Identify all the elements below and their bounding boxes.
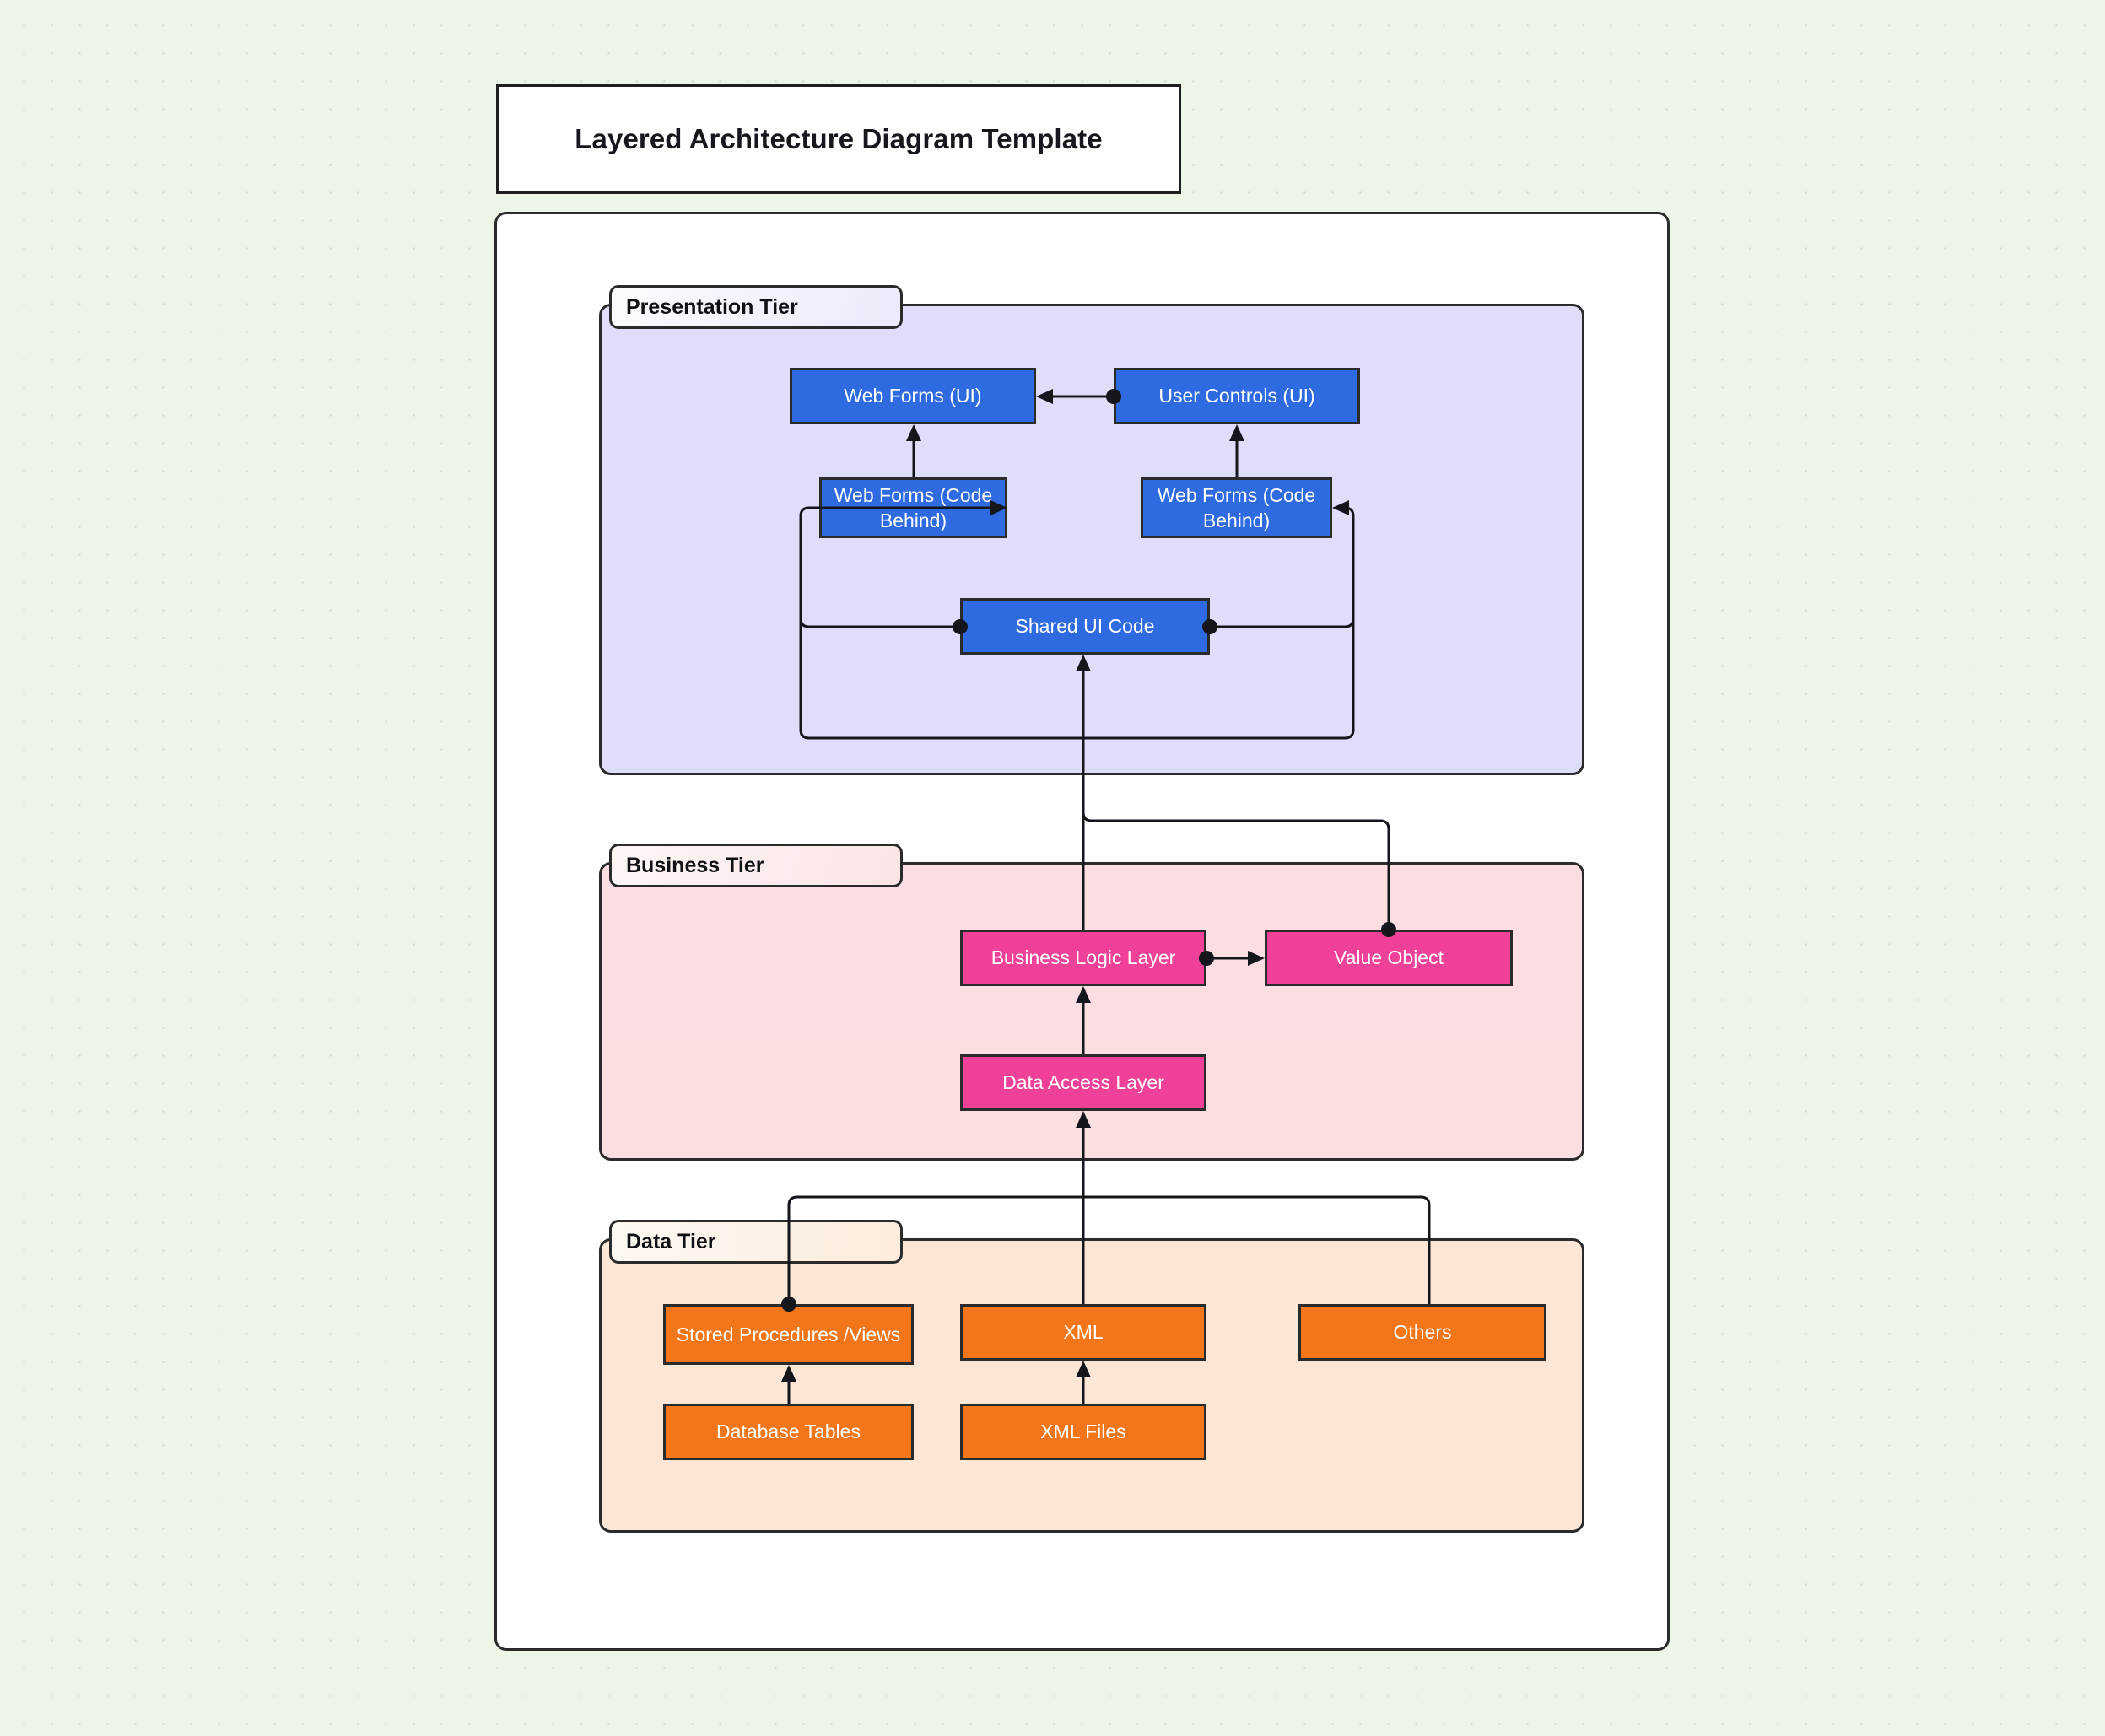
node-web-forms-code-behind-right-label: Web Forms (Code Behind): [1157, 483, 1316, 531]
node-value-object-label: Value Object: [1334, 946, 1444, 969]
node-xml-label: XML: [1063, 1321, 1104, 1344]
tier-label-business[interactable]: Business Tier: [609, 844, 903, 887]
node-database-tables[interactable]: Database Tables: [663, 1404, 914, 1460]
node-web-forms-ui[interactable]: Web Forms (UI): [790, 368, 1036, 424]
tier-label-business-text: Business Tier: [626, 853, 764, 877]
node-web-forms-code-behind-right[interactable]: Web Forms (Code Behind): [1141, 477, 1332, 538]
node-stored-procedures-views[interactable]: Stored Procedures /Views: [663, 1304, 914, 1365]
tier-label-presentation[interactable]: Presentation Tier: [609, 285, 903, 329]
tier-container-data[interactable]: [599, 1238, 1584, 1533]
tier-label-presentation-text: Presentation Tier: [626, 294, 798, 319]
page-title: Layered Architecture Diagram Template: [575, 123, 1103, 154]
node-data-access-layer-label: Data Access Layer: [1002, 1071, 1164, 1094]
tier-container-business[interactable]: [599, 862, 1584, 1161]
node-user-controls-ui-label: User Controls (UI): [1158, 385, 1315, 407]
node-data-access-layer[interactable]: Data Access Layer: [960, 1054, 1206, 1111]
tier-label-data[interactable]: Data Tier: [609, 1220, 903, 1264]
node-stored-procedures-views-label: Stored Procedures /Views: [676, 1323, 901, 1345]
diagram-title-card: Layered Architecture Diagram Template: [496, 84, 1181, 194]
node-web-forms-code-behind-left-label: Web Forms (Code Behind): [834, 483, 993, 531]
node-xml-files[interactable]: XML Files: [960, 1404, 1206, 1460]
node-business-logic-layer-label: Business Logic Layer: [990, 946, 1176, 969]
node-others-label: Others: [1393, 1321, 1452, 1344]
node-xml[interactable]: XML: [960, 1304, 1206, 1361]
node-shared-ui-code[interactable]: Shared UI Code: [960, 598, 1210, 655]
node-others[interactable]: Others: [1298, 1304, 1546, 1361]
node-web-forms-code-behind-left[interactable]: Web Forms (Code Behind): [819, 477, 1007, 538]
node-web-forms-ui-label: Web Forms (UI): [844, 385, 982, 407]
node-value-object[interactable]: Value Object: [1265, 930, 1513, 986]
tier-label-data-text: Data Tier: [626, 1229, 716, 1253]
node-user-controls-ui[interactable]: User Controls (UI): [1114, 368, 1360, 424]
tier-container-presentation[interactable]: [599, 304, 1584, 775]
node-xml-files-label: XML Files: [1040, 1421, 1126, 1443]
node-database-tables-label: Database Tables: [716, 1421, 861, 1443]
node-shared-ui-code-label: Shared UI Code: [1015, 615, 1155, 638]
node-business-logic-layer[interactable]: Business Logic Layer: [960, 930, 1206, 986]
